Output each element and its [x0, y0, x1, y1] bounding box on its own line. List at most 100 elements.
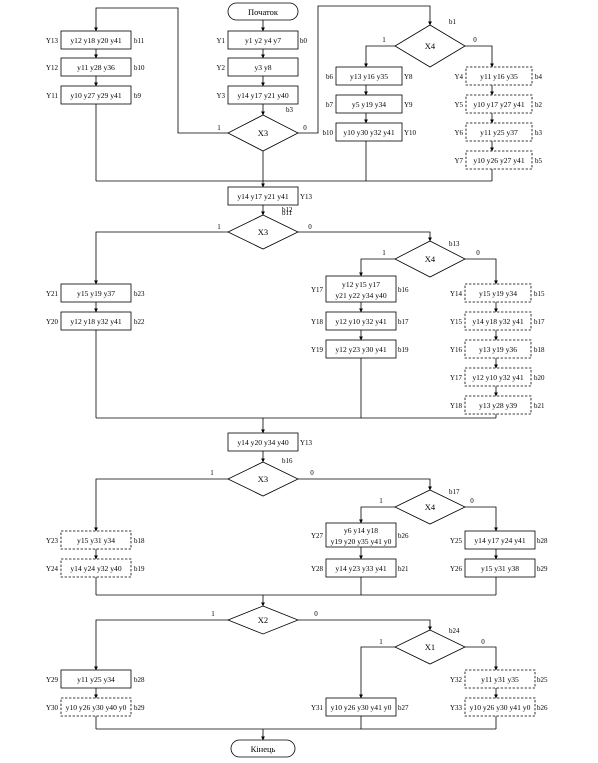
operation-block-L1: y12 y18 y20 y41 Y13 b11	[46, 30, 145, 50]
block-mark: b21	[534, 402, 545, 410]
block-text: y10 y26 y30 y40 y0	[66, 703, 127, 712]
operation-block-R3: y11 y25 y37 Y6 b3	[454, 122, 543, 142]
operation-block-J1: y14 y17 y21 y41 Y13 b12	[227, 186, 313, 214]
block-mark: b19	[134, 565, 145, 573]
block-label: Y10	[404, 129, 417, 137]
block-mark: b9	[134, 92, 142, 100]
operation-block-V1: y14 y17 y24 y41 Y25 b28	[450, 530, 548, 550]
block-label: Y17	[450, 374, 463, 382]
block-label: Y33	[450, 704, 463, 712]
operation-block-X1: y10 y26 y30 y41 y0 Y31 b27	[311, 697, 409, 717]
block-label: Y21	[46, 290, 59, 298]
condition-label: X3	[258, 474, 268, 484]
block-label: Y14	[450, 290, 463, 298]
block-text: y11 y25 y34	[77, 675, 115, 684]
block-text: y11 y16 y35	[480, 72, 518, 81]
block-mark: b16	[398, 286, 409, 294]
block-text: y12 y10 y32 y41	[472, 373, 523, 382]
block-text: y11 y25 y37	[480, 128, 518, 137]
branch-no: 0	[303, 124, 307, 132]
block-text: y15 y31 y34	[77, 536, 115, 545]
block-mark: b17	[398, 318, 409, 326]
operation-block-Z1: y11 y31 y35 Y32 b25	[450, 669, 548, 689]
block-mark: b19	[398, 346, 409, 354]
operation-block-T1: y15 y31 y34 Y23 b18	[46, 530, 145, 550]
block-text: y13 y19 y36	[479, 345, 517, 354]
block-label: Y24	[46, 565, 59, 573]
block-text: y12 y18 y20 y41	[70, 36, 121, 45]
block-mark: b2	[535, 101, 543, 109]
block-text: y15 y19 y34	[479, 289, 517, 298]
block-mark: b25	[537, 676, 548, 684]
block-label: Y5	[454, 101, 463, 109]
condition-label: X4	[425, 41, 436, 51]
condition-d3: X3 b11 1 0	[217, 209, 312, 250]
branch-yes: 1	[211, 610, 215, 618]
condition-d8: X1 b24 1 0	[379, 627, 485, 665]
block-mark: b7	[326, 101, 334, 109]
block-mark: b28	[537, 537, 548, 545]
block-label: Y8	[404, 73, 413, 81]
branch-no: 0	[481, 638, 485, 646]
operation-block-M3: y10 y30 y32 y41 b10 Y10	[323, 122, 417, 142]
block-label: Y4	[454, 73, 463, 81]
block-mark: b20	[534, 374, 545, 382]
branch-yes: 1	[217, 223, 221, 231]
block-mark: b29	[134, 704, 145, 712]
block-label: Y23	[46, 537, 59, 545]
block-mark: b28	[134, 676, 145, 684]
branch-no: 0	[470, 497, 474, 505]
operation-block-W1: y11 y25 y34 Y29 b28	[46, 669, 145, 689]
branch-yes: 1	[379, 497, 383, 505]
operation-block-M1: y13 y16 y35 b6 Y8	[326, 66, 413, 86]
block-label: Y18	[311, 318, 324, 326]
operation-block-W2: y10 y26 y30 y40 y0 Y30 b29	[46, 697, 145, 717]
block-text: y14 y17 y21 y41	[237, 192, 288, 201]
block-label: Y13	[46, 37, 59, 45]
block-label: Y31	[311, 704, 324, 712]
block-mark: b11	[134, 37, 145, 45]
block-label: Y6	[454, 129, 463, 137]
block-label: Y26	[450, 565, 463, 573]
start-terminal: Початок	[227, 2, 299, 21]
operation-block-L2: y11 y28 y36 Y12 b10	[46, 57, 145, 77]
condition-mark: b16	[282, 457, 293, 465]
block-text: y15 y19 y37	[77, 289, 115, 298]
block-mark: b23	[134, 290, 145, 298]
branch-yes: 1	[210, 469, 214, 477]
block-text: y12 y23 y30 y41	[335, 345, 386, 354]
operation-block-Q3: y12 y23 y30 y41 Y19 b19	[311, 339, 409, 359]
operation-block-S1: y15 y19 y34 Y14 b15	[450, 283, 545, 303]
condition-mark: b17	[449, 488, 460, 496]
condition-d6: X4 b17 1 0	[379, 488, 474, 525]
branch-no: 0	[310, 469, 314, 477]
block-label: Y18	[450, 402, 463, 410]
operation-block-T2: y14 y24 y32 y40 Y24 b19	[46, 558, 145, 578]
condition-d7: X2 1 0	[211, 605, 318, 635]
block-label: Y2	[216, 64, 225, 72]
condition-d4: X4 b13 1 0	[382, 240, 480, 278]
block-label: Y25	[450, 537, 463, 545]
operation-block-V2: y15 y31 y38 Y26 b29	[450, 558, 548, 578]
block-mark: b10	[134, 64, 145, 72]
block-text: y14 y20 y34 y40	[237, 438, 288, 447]
block-mark: b12	[282, 206, 293, 214]
block-label: Y13	[300, 193, 313, 201]
operation-block-R4: y10 y26 y27 y41 Y7 b5	[454, 150, 543, 170]
block-label: Y19	[311, 346, 324, 354]
block-text: y13 y16 y35	[350, 72, 388, 81]
block-label: Y11	[46, 92, 58, 100]
branch-no: 0	[476, 249, 480, 257]
operation-block-S4: y12 y10 y32 y41 Y17 b20	[450, 367, 545, 387]
block-text: y3 y8	[254, 63, 271, 72]
block-label: Y7	[454, 157, 463, 165]
operation-block-P2: y12 y18 y32 y41 Y20 b22	[46, 311, 145, 331]
block-mark: b10	[323, 129, 334, 137]
block-label: Y32	[450, 676, 463, 684]
block-text: y10 y26 y30 y41 y0	[331, 703, 392, 712]
condition-mark: b1	[449, 18, 457, 26]
block-text: y13 y28 y39	[479, 401, 517, 410]
operation-block-C1: y1 y2 y4 y7 Y1 b0	[216, 30, 308, 50]
block-text: y12 y10 y32 y41	[335, 317, 386, 326]
operation-block-S3: y13 y19 y36 Y16 b18	[450, 339, 545, 359]
